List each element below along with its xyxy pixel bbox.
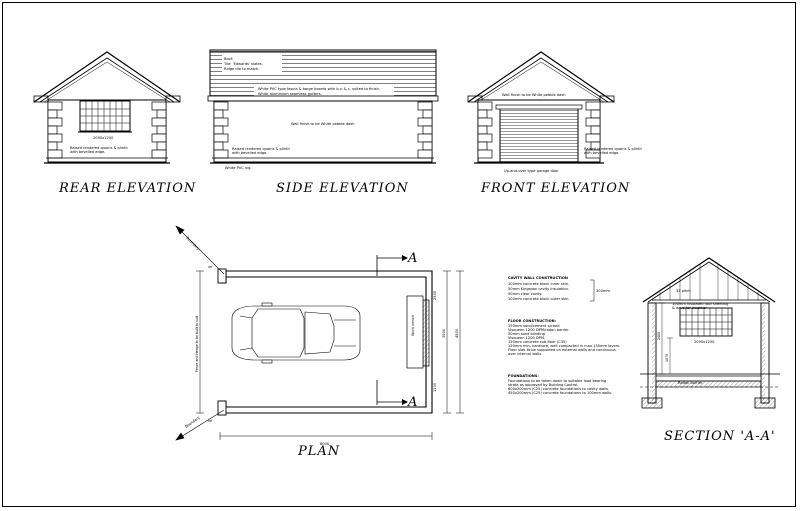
cavity-line-3: 50mm clear cavity. — [508, 292, 542, 296]
floor-line-1: 150mm sand/cement screed — [508, 324, 560, 328]
front-elevation: Wall finish to be White pebble dash Rais… — [467, 51, 642, 196]
floor-line-7: Floor slab to be supported on external w… — [508, 348, 616, 352]
plan-dim-side: 3500 — [442, 328, 446, 338]
section-marker-top: A — [376, 251, 418, 276]
specification-notes: CAVITY WALL CONSTRUCTION 100mm concrete … — [508, 276, 620, 395]
cavity-line-1: 100mm concrete block inner skin. — [508, 282, 569, 286]
floor-line-3: 50mm sand blinding — [508, 332, 545, 336]
boundary-lines — [175, 225, 225, 441]
floor-line-2: Visqueen 1200 DPM/radon barrier — [508, 328, 569, 332]
rear-window-tag: 2090x1200 — [93, 136, 114, 140]
front-base-note-1: Raised rendered quoins & plinth — [584, 147, 642, 151]
plan-dim-width: 6000 — [320, 442, 330, 446]
plan-bench-label: Work bench — [411, 315, 415, 336]
plan-boundary-top: Boundary — [185, 236, 201, 252]
side-roof-note-2: Tile: 'Edwards' slates. — [223, 62, 263, 66]
cavity-line-4: 100mm concrete block outer skin. — [508, 297, 570, 301]
front-wall-note: Wall finish to be White pebble dash — [502, 93, 566, 97]
section-dim-1: 2400 — [657, 332, 661, 340]
side-elevation-title: SIDE ELEVATION — [276, 181, 409, 196]
side-elevation: Roof: Tile: 'Edwards' slates. Ridge tile… — [207, 49, 439, 196]
section-marker-bottom: A — [376, 380, 418, 410]
rear-wall-note-2: with bevelled edge. — [70, 150, 105, 154]
plan-dim-right: 2500 — [433, 290, 437, 300]
section-mark-a-top: A — [407, 251, 418, 266]
front-door-note: Up-and-over type garage door — [504, 169, 559, 173]
section-mark-a-bottom: A — [407, 395, 418, 410]
plan-left-note: Fence and Hedge to be built to suit — [195, 315, 199, 372]
section-a-a: 2090x1200 2400 1070 35 pitch 100mm insul… — [640, 257, 780, 444]
floor-line-6: 150mm min. hardcore, well compacted in m… — [508, 344, 620, 348]
cavity-total: 300mm — [596, 289, 610, 293]
plan-boundary-bottom: Boundary — [184, 415, 201, 429]
section-pitch-note: 35 pitch — [676, 289, 691, 293]
front-base-note-2: with bevelled edge. — [584, 151, 619, 155]
floor-line-8: over internal walls. — [508, 352, 542, 356]
section-radon-label: Radon barrier — [678, 381, 703, 385]
floor-line-5: 150mm concrete sub-floor (C35) — [508, 340, 567, 344]
plan-tag-bottom: ref — [208, 419, 213, 423]
section-dim-2: 1070 — [665, 354, 669, 362]
side-roof-note-1: Roof: — [224, 57, 233, 61]
side-wall-note: Wall finish to be White pebble dash — [291, 122, 355, 126]
car-outline — [231, 302, 361, 364]
cavity-line-2: 50mm Kingspan cavity insulation. — [508, 287, 569, 291]
rear-elevation: 2090x1200 Raised rendered quoins & plint… — [33, 51, 196, 196]
plan-title: PLAN — [297, 444, 340, 459]
section-title: SECTION 'A-A' — [664, 429, 776, 444]
found-line-2: strata as approved by Building Control. — [508, 383, 578, 387]
rear-wall-note-1: Raised rendered quoins & plinth — [70, 146, 128, 150]
found-line-3: 600x200mm (C25) concrete foundations to … — [508, 387, 609, 391]
found-title: FOUNDATIONS: — [508, 374, 539, 378]
section-window-tag: 2090x1200 — [694, 340, 715, 344]
section-roof-note-2: & eave for weather — [672, 306, 707, 310]
rear-elevation-title: REAR ELEVATION — [58, 181, 196, 196]
found-line-1: Foundations to be taken down to suitable… — [508, 379, 606, 383]
floor-line-4: Visqueen 1200 DPM. — [508, 336, 545, 340]
side-dpc-note: White PVC ing. — [225, 166, 252, 170]
plan-dim-door: 1100 — [433, 382, 437, 392]
found-line-4: 450x200mm (C25) concrete foundations to … — [508, 391, 612, 395]
section-roof-note-1: 100mm insulated roof sheeting — [672, 302, 728, 306]
side-roof-note-3: Ridge tile to match. — [224, 67, 259, 71]
cavity-title: CAVITY WALL CONSTRUCTION — [508, 276, 568, 280]
plan-dim-height: 4500 — [455, 328, 459, 338]
plan-view: Work bench A — [175, 225, 464, 459]
front-elevation-title: FRONT ELEVATION — [480, 181, 630, 196]
side-base-note-2: with bevelled edge. — [232, 151, 267, 155]
floor-title: FLOOR CONSTRUCTION: — [508, 319, 557, 323]
side-base-note-1: Raised rendered quoins & plinth — [232, 147, 290, 151]
side-fascia-note-1: White PVC type fascia & barge boards wit… — [258, 87, 380, 91]
side-fascia-note-2: White aluminium seamless gutters. — [258, 92, 322, 96]
plan-tag-top: ref — [208, 265, 213, 269]
